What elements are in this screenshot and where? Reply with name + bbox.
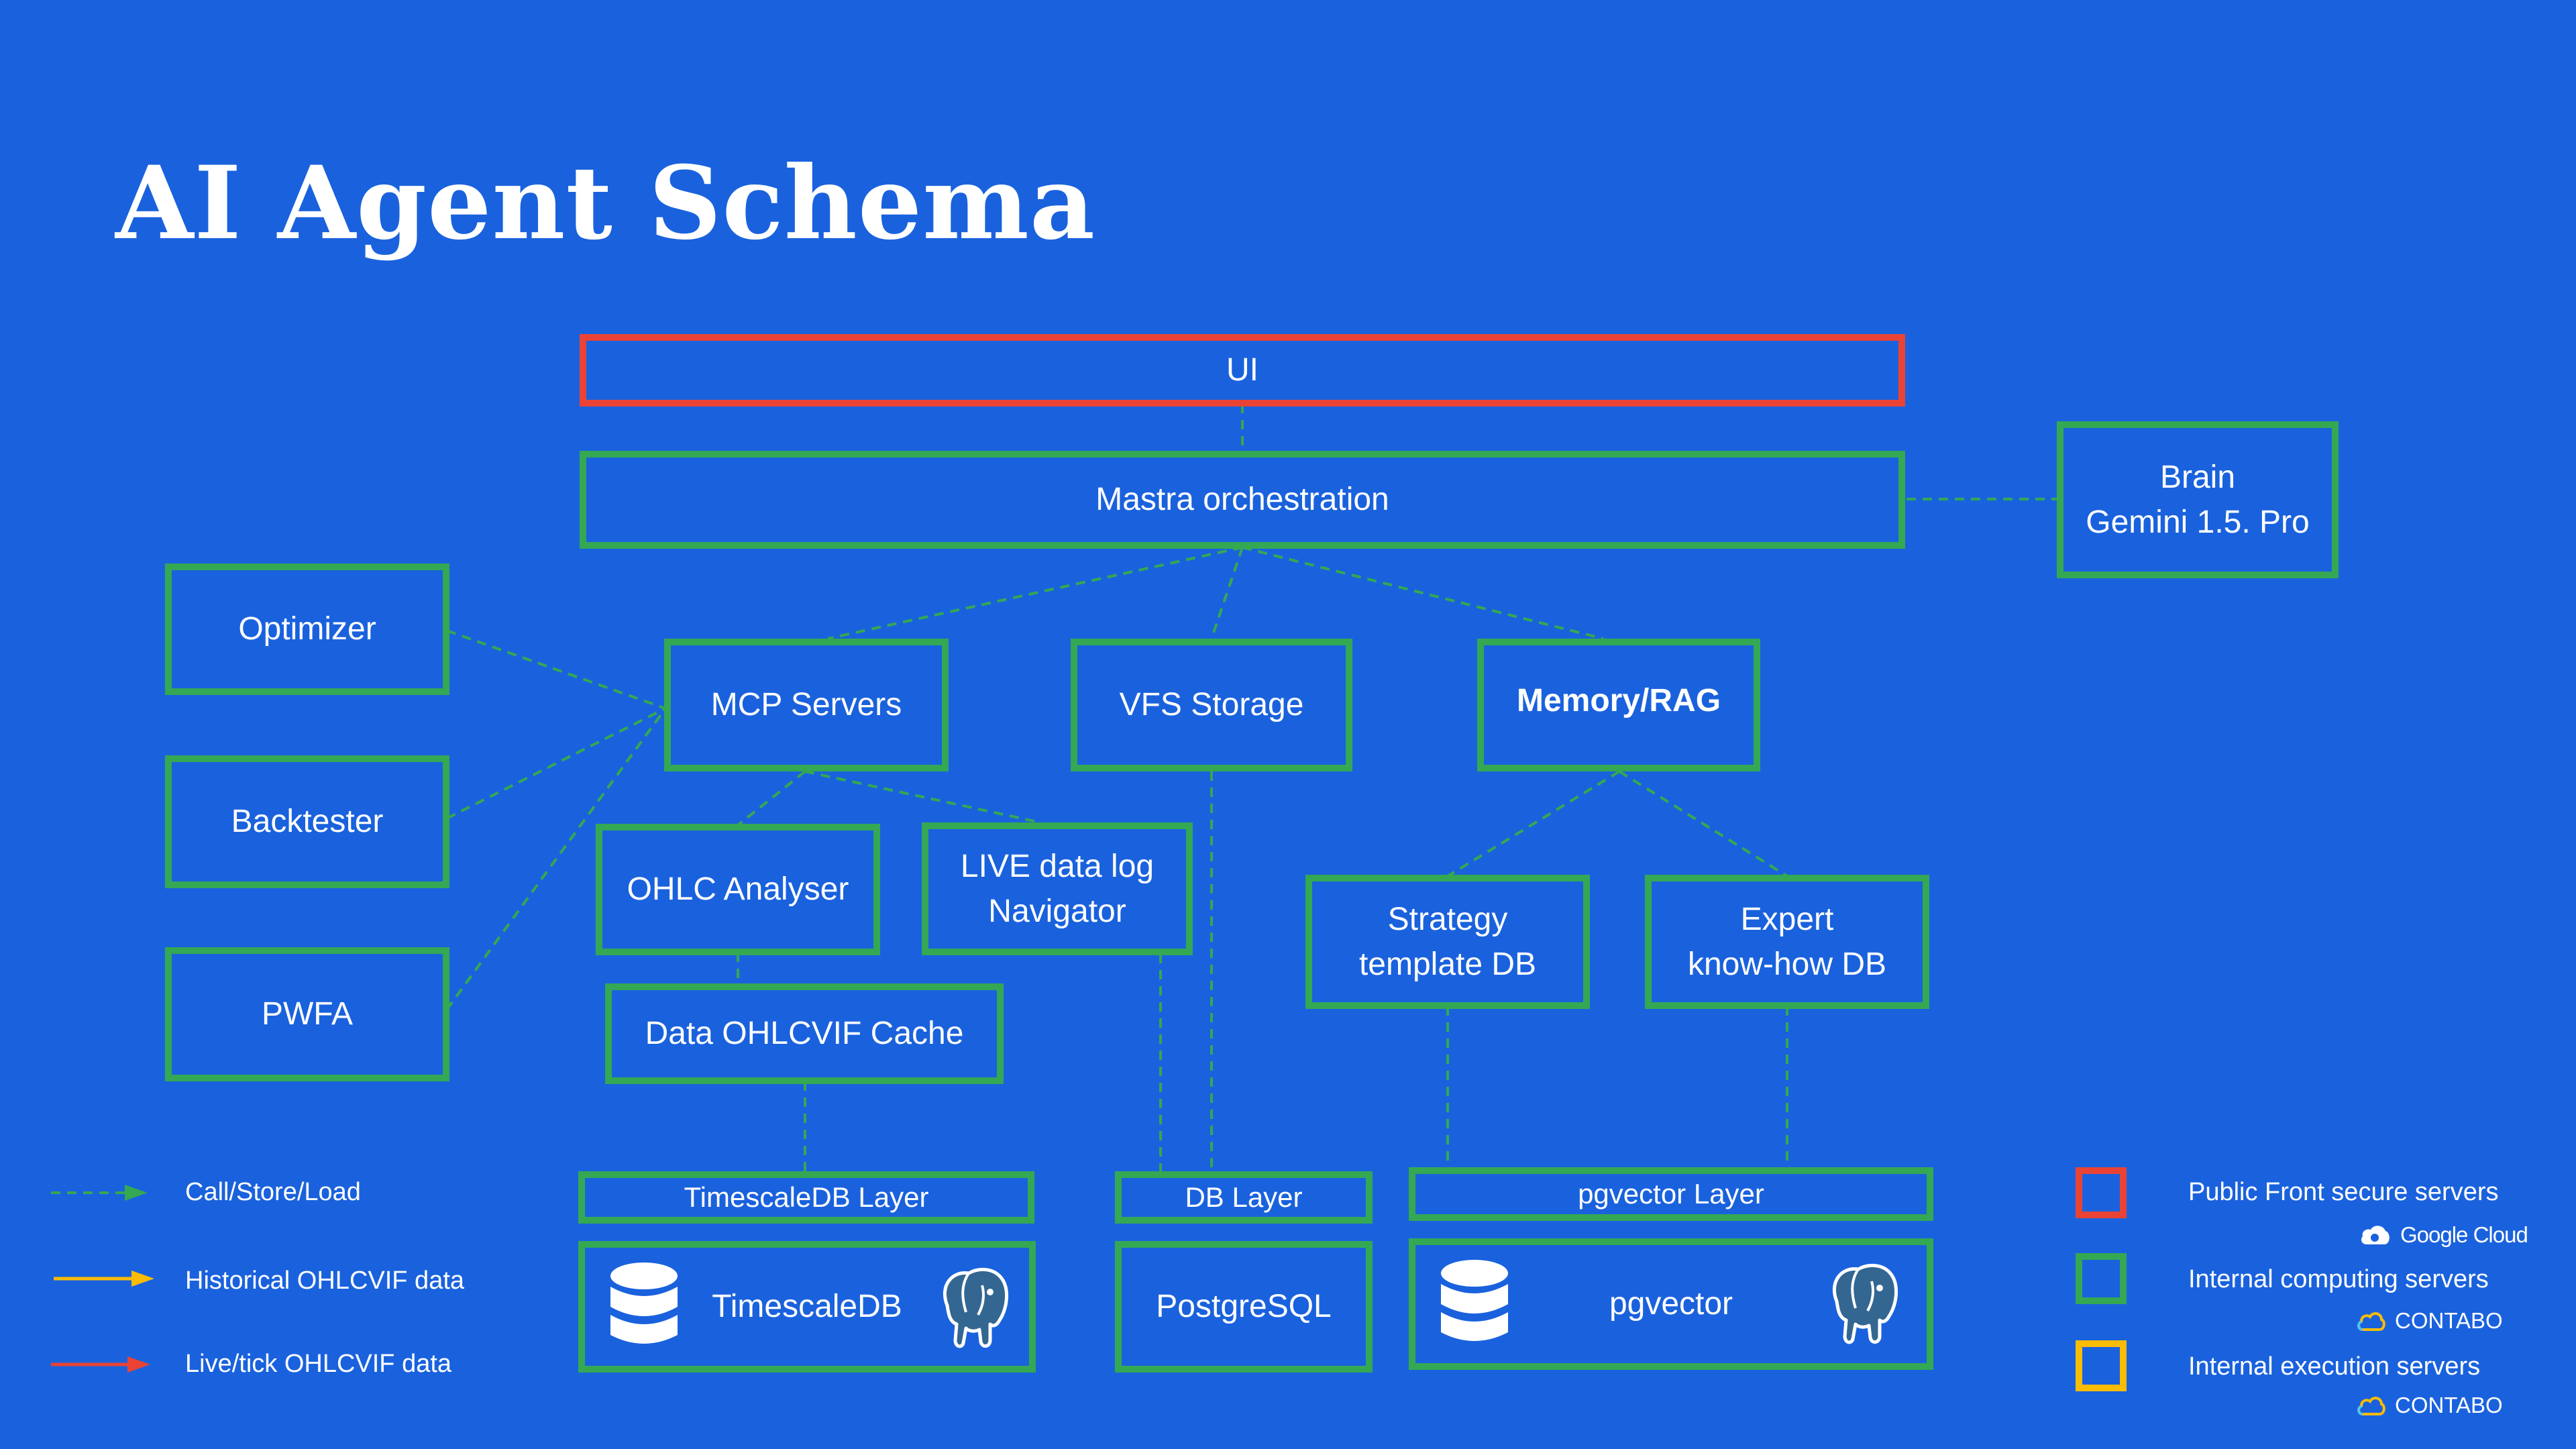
line-mastra-mcp bbox=[827, 546, 1243, 640]
line-mastra-vfs bbox=[1210, 547, 1244, 639]
data-cache-box: Data OHLCVIF Cache bbox=[605, 983, 1004, 1084]
strategy-label: Strategy template DB bbox=[1358, 901, 1537, 982]
google-cloud-icon bbox=[2361, 1226, 2390, 1244]
strategy-db-box: Strategy template DB bbox=[1305, 875, 1590, 1009]
db-layer-box: DB Layer bbox=[1115, 1171, 1373, 1224]
mcp-label: MCP Servers bbox=[710, 687, 902, 723]
ohlc-analyser-box: OHLC Analyser bbox=[596, 824, 880, 955]
mcp-servers-box: MCP Servers bbox=[664, 639, 949, 771]
postgresql-label: PostgreSQL bbox=[1156, 1289, 1332, 1325]
legend-internal-execution-label: Internal execution servers bbox=[2188, 1352, 2481, 1381]
line-mcp-ohlc bbox=[737, 770, 806, 826]
legend-line-call bbox=[51, 1185, 148, 1201]
database-icon bbox=[610, 1263, 678, 1344]
optimizer-label: Optimizer bbox=[238, 611, 376, 647]
brain-box: Brain Gemini 1.5. Pro bbox=[2057, 421, 2339, 578]
contabo-cloud-icon bbox=[2357, 1312, 2385, 1331]
mastra-label: Mastra orchestration bbox=[1095, 482, 1389, 518]
vfs-storage-box: VFS Storage bbox=[1071, 639, 1352, 771]
pwfa-label: PWFA bbox=[261, 996, 353, 1032]
legend-call-label: Call/Store/Load bbox=[185, 1178, 361, 1206]
legend-live-label: Live/tick OHLCVIF data bbox=[185, 1350, 452, 1378]
postgres-elephant-icon bbox=[943, 1268, 1009, 1348]
legend-public-label: Public Front secure servers bbox=[2188, 1178, 2499, 1206]
contabo-cloud-icon bbox=[2357, 1397, 2385, 1415]
expert-label: Expert know-how DB bbox=[1687, 901, 1887, 982]
timescale-layer-box: TimescaleDB Layer bbox=[578, 1171, 1034, 1224]
google-cloud-label: Google Cloud bbox=[2400, 1222, 2528, 1247]
ohlc-analyser-label: OHLC Analyser bbox=[627, 871, 849, 908]
mastra-orchestration-box: Mastra orchestration bbox=[580, 451, 1905, 549]
postgresql-box: PostgreSQL bbox=[1115, 1241, 1373, 1373]
line-mcp-live bbox=[804, 770, 1038, 823]
optimizer-box: Optimizer bbox=[165, 564, 449, 695]
timescale-layer-label: TimescaleDB Layer bbox=[684, 1181, 929, 1213]
line-memory-expert bbox=[1618, 770, 1788, 877]
vfs-label: VFS Storage bbox=[1119, 687, 1304, 723]
pgvector-layer-label: pgvector Layer bbox=[1578, 1177, 1764, 1210]
legend-red-square bbox=[2076, 1167, 2127, 1218]
contabo-label-2: CONTABO bbox=[2395, 1393, 2503, 1417]
line-pwfa-mcp bbox=[445, 707, 667, 1011]
expert-db-box: Expert know-how DB bbox=[1645, 875, 1929, 1009]
timescaledb-box: TimescaleDB bbox=[578, 1241, 1036, 1373]
timescaledb-label: TimescaleDB bbox=[712, 1289, 902, 1325]
legend-green-square bbox=[2076, 1253, 2127, 1304]
pwfa-box: PWFA bbox=[165, 947, 449, 1081]
live-data-log-box: LIVE data log Navigator bbox=[922, 822, 1193, 955]
page-title: AI Agent Schema bbox=[115, 144, 1096, 262]
legend-internal-computing-label: Internal computing servers bbox=[2188, 1265, 2489, 1293]
live-log-label: LIVE data log Navigator bbox=[960, 848, 1155, 929]
db-layer-label: DB Layer bbox=[1185, 1181, 1303, 1213]
ui-label: UI bbox=[1226, 352, 1258, 388]
backtester-label: Backtester bbox=[231, 804, 384, 840]
line-optimizer-mcp bbox=[446, 629, 666, 710]
legend-yellow-square bbox=[2076, 1340, 2127, 1391]
contabo-brand-2: CONTABO bbox=[2356, 1393, 2503, 1418]
pgvector-box: pgvector bbox=[1409, 1238, 1933, 1370]
line-backtester-mcp bbox=[446, 707, 666, 820]
google-cloud-brand: Google Cloud bbox=[2359, 1222, 2528, 1248]
legend-historical-label: Historical OHLCVIF data bbox=[185, 1267, 465, 1295]
contabo-brand-1: CONTABO bbox=[2356, 1308, 2503, 1334]
line-memory-strategy bbox=[1446, 770, 1621, 877]
backtester-box: Backtester bbox=[165, 755, 449, 888]
memory-label: Memory/RAG bbox=[1516, 683, 1721, 719]
pgvector-label: pgvector bbox=[1609, 1286, 1733, 1322]
postgres-elephant-icon bbox=[1832, 1264, 1898, 1344]
cache-label: Data OHLCVIF Cache bbox=[645, 1016, 964, 1052]
legend-line-live bbox=[51, 1356, 150, 1373]
line-mastra-memory bbox=[1242, 546, 1604, 640]
ui-box: UI bbox=[580, 334, 1905, 407]
legend-line-historical bbox=[54, 1271, 154, 1287]
contabo-label-1: CONTABO bbox=[2395, 1308, 2503, 1333]
pgvector-layer-box: pgvector Layer bbox=[1409, 1167, 1933, 1221]
memory-rag-box: Memory/RAG bbox=[1477, 639, 1760, 771]
brain-label: Brain Gemini 1.5. Pro bbox=[2086, 459, 2310, 540]
database-icon bbox=[1441, 1260, 1508, 1341]
